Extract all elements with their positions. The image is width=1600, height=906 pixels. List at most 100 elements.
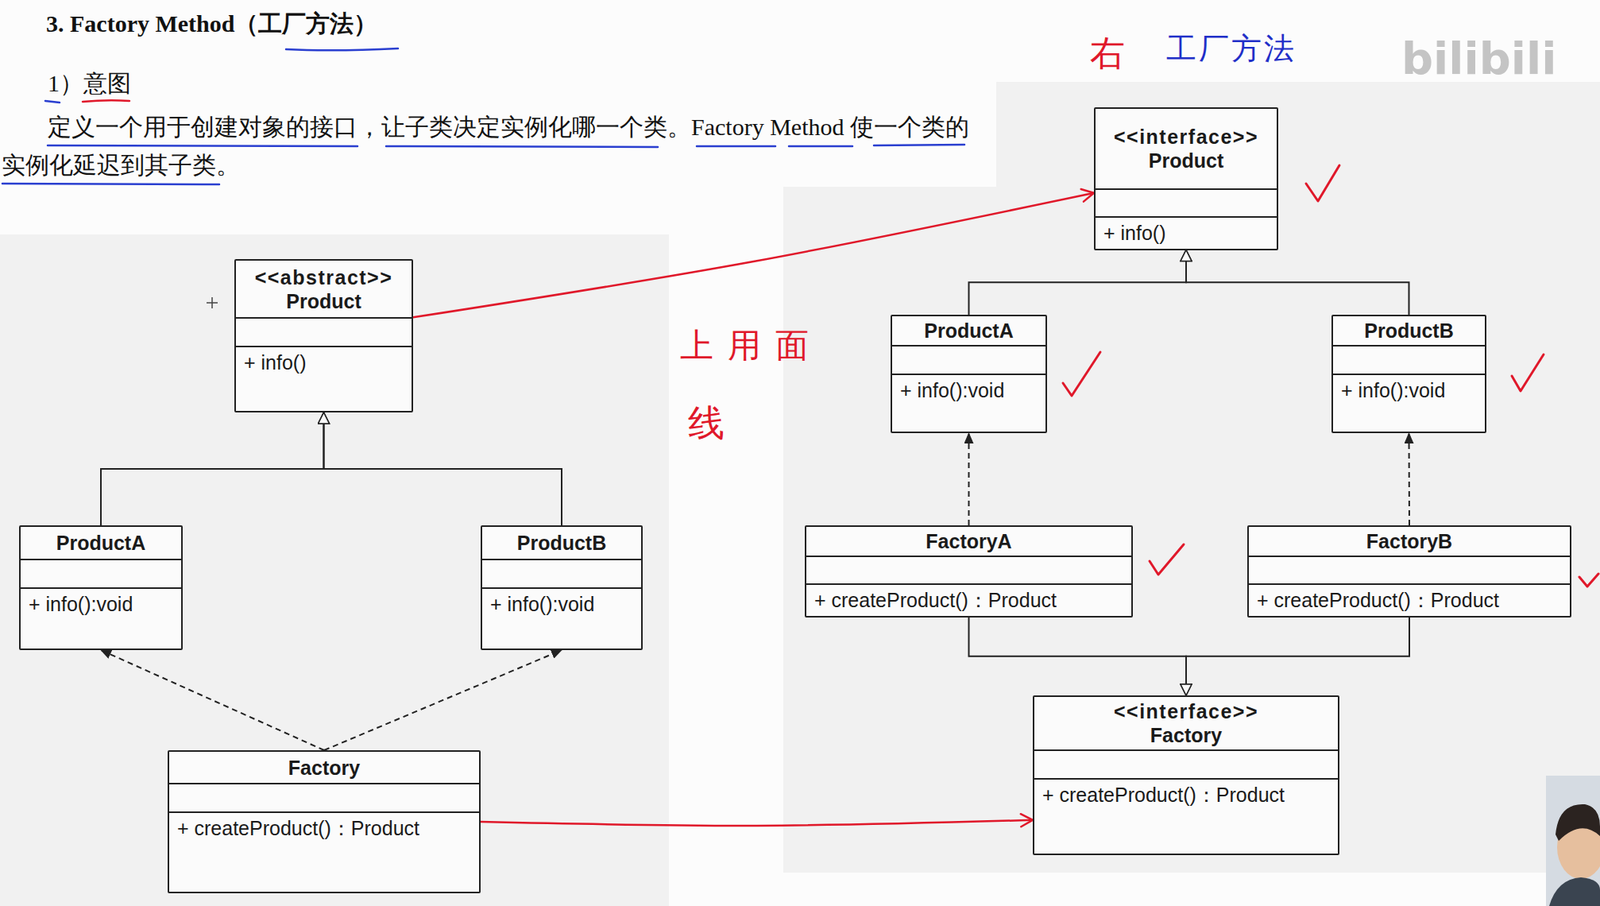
method: + info():void [490,591,595,618]
name-compartment: Factory [169,751,480,783]
method-compartment: + createProduct()：Product [1034,777,1338,854]
attribute-compartment [1248,555,1570,584]
handwritten-note: 线 [687,401,725,445]
check-mark [1149,544,1184,575]
handwritten-note: 工厂方法 [1166,30,1297,67]
stereotype: <<abstract>> [255,265,394,290]
check-mark [1306,165,1340,201]
cursor-cross [206,297,218,309]
attribute-compartment [806,555,1132,584]
method-compartment: + createProduct()：Product [806,583,1132,616]
connector [480,819,1033,826]
class-name: Product [285,289,361,314]
method: + info():void [28,591,133,618]
connector [969,617,1187,696]
method: + createProduct()：Product [814,587,1057,614]
method-compartment: + info():void [482,587,642,649]
webcam [1545,775,1600,906]
underline [2,183,220,185]
connector [413,193,1094,318]
section-heading: 1）意图 [47,69,132,98]
name-compartment: FactoryB [1248,526,1570,556]
page-title: 3. Factory Method（工厂方法） [46,9,378,39]
intent-text: 定义一个用于创建对象的接口，让子类决定实例化哪一个类。Factory Metho… [1,108,987,185]
attribute-compartment [1034,749,1338,778]
attribute-compartment [482,558,642,588]
attribute-compartment [169,782,480,812]
method-compartment: + info() [235,345,412,411]
name-compartment: FactoryA [806,526,1132,556]
underline [285,48,399,51]
class-name: Factory [288,755,360,780]
underline [696,145,776,148]
stereotype: <<interface>> [1113,124,1259,149]
method-compartment: + info():void [1333,373,1485,432]
name-compartment: ProductA [20,526,182,559]
handwritten-note: 右 [1089,31,1125,74]
connector [968,432,971,526]
name-compartment: <<abstract>>Product [235,260,412,317]
method-compartment: + createProduct()：Product [1248,583,1570,616]
name-compartment: ProductA [892,316,1046,345]
attribute-compartment [892,344,1046,374]
handwritten-note: 上用面 [680,325,824,366]
name-compartment: ProductB [482,526,642,559]
underline [82,100,130,102]
check-marks [1062,165,1599,587]
class-name: ProductB [517,530,607,555]
check-mark [1579,573,1599,587]
class-name: ProductA [923,318,1014,343]
method-compartment: + createProduct()：Product [169,811,480,892]
class-box: ProductA + info():void [890,314,1048,433]
left-panel [0,234,669,906]
class-box: <<interface>>Product + info() [1093,107,1279,251]
connector [324,649,562,750]
watermark: bilibili [1401,31,1557,86]
class-name: FactoryA [925,529,1012,553]
connector [100,649,325,750]
shirt [1549,877,1600,906]
connector [324,412,563,526]
class-name: Product [1148,148,1224,173]
name-compartment: <<interface>>Product [1095,108,1277,189]
connector [1408,432,1411,526]
class-box: ProductA + info():void [19,525,183,650]
method-compartment: + info():void [20,587,182,649]
method: + info() [243,349,307,376]
underline [788,145,853,148]
underline [45,100,60,103]
underline [47,145,358,147]
connector [969,250,1187,316]
attribute-compartment [235,316,412,346]
underline [873,144,965,146]
attribute-compartment [1333,344,1485,374]
check-mark [1062,351,1101,396]
underline [386,146,658,147]
attribute-compartment [1095,188,1277,217]
connector [1186,617,1410,696]
class-box: <<abstract>>Product + info() [234,258,414,413]
method-compartment: + info() [1095,216,1277,249]
method: + info():void [900,377,1005,404]
class-name: Factory [1150,722,1222,747]
class-box: FactoryA + createProduct()：Product [804,525,1133,618]
method: + info():void [1341,377,1446,404]
hair [1555,803,1600,841]
name-compartment: ProductB [1333,316,1485,345]
right-panel [783,81,1600,873]
method: + createProduct()：Product [1042,781,1285,808]
class-name: FactoryB [1366,529,1453,553]
class-box: FactoryB + createProduct()：Product [1247,525,1572,618]
class-box: <<interface>>Factory + createProduct()：Pr… [1032,695,1340,855]
method-compartment: + info():void [892,373,1046,432]
stereotype: <<interface>> [1113,699,1259,723]
method: + info() [1103,220,1167,247]
attribute-compartment [20,558,182,588]
class-box: ProductB + info():void [480,525,643,650]
method: + createProduct()：Product [177,815,420,842]
connector [1186,250,1410,316]
check-mark [1511,354,1544,391]
connector [100,412,325,526]
class-box: ProductB + info():void [1331,314,1487,433]
